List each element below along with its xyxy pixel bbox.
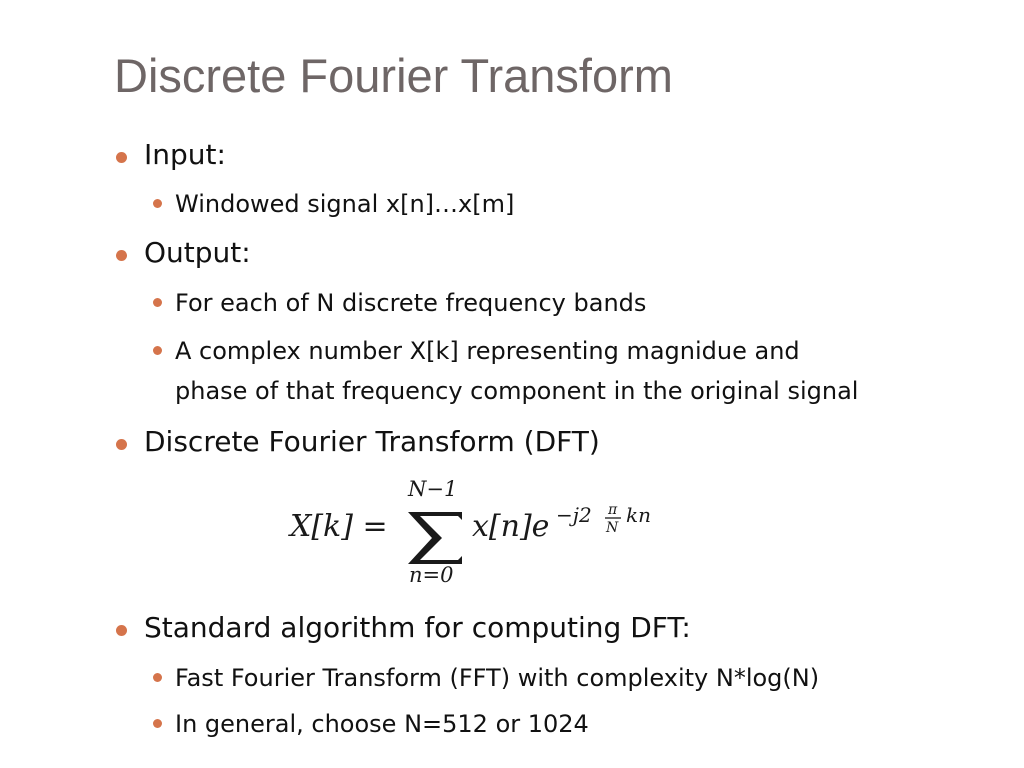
dft-formula: X[k] = N−1 n=0 x[n]e −j2 π N kn	[286, 474, 676, 586]
sub-bullet-complex-number-continued: phase of that frequency component in the…	[175, 371, 858, 411]
bullet-text: In general, choose N=512 or 1024	[175, 710, 589, 738]
sub-bullet-frequency-bands: For each of N discrete frequency bands	[153, 283, 647, 323]
bullet-text: For each of N discrete frequency bands	[175, 289, 647, 317]
formula-upper-limit: N−1	[407, 477, 457, 501]
sub-bullet-choose-n: In general, choose N=512 or 1024	[153, 704, 589, 744]
formula-exponent-suffix: kn	[626, 503, 651, 527]
sub-bullet-complex-number: A complex number X[k] representing magni…	[153, 331, 800, 371]
formula-exponent-prefix: −j2	[556, 503, 592, 527]
formula-fraction-numerator: π	[607, 502, 618, 518]
bullet-marker-icon	[153, 199, 162, 208]
bullet-marker-icon	[116, 250, 127, 261]
bullet-text: Standard algorithm for computing DFT:	[144, 611, 691, 644]
bullet-marker-icon	[116, 439, 127, 450]
bullet-output: Output:	[116, 236, 251, 269]
bullet-marker-icon	[153, 719, 162, 728]
slide-title: Discrete Fourier Transform	[114, 49, 673, 102]
bullet-marker-icon	[116, 625, 127, 636]
bullet-marker-icon	[153, 298, 162, 307]
bullet-text: Windowed signal x[n]…x[m]	[175, 190, 515, 218]
formula-lower-limit: n=0	[409, 563, 453, 586]
dft-formula-svg: X[k] = N−1 n=0 x[n]e −j2 π N kn	[288, 477, 651, 586]
sigma-summation-icon	[408, 512, 462, 564]
bullet-text: Discrete Fourier Transform (DFT)	[144, 425, 600, 458]
bullet-text: Fast Fourier Transform (FFT) with comple…	[175, 664, 820, 692]
bullet-text: Input:	[144, 138, 226, 171]
bullet-marker-icon	[116, 152, 127, 163]
bullet-dft: Discrete Fourier Transform (DFT)	[116, 425, 600, 458]
bullet-standard-algorithm: Standard algorithm for computing DFT:	[116, 611, 691, 644]
formula-term: x[n]e	[472, 509, 549, 544]
sub-bullet-fft: Fast Fourier Transform (FFT) with comple…	[153, 658, 820, 698]
bullet-input: Input:	[116, 138, 226, 171]
bullet-marker-icon	[153, 346, 162, 355]
formula-lhs: X[k] =	[288, 509, 388, 544]
sub-bullet-windowed-signal: Windowed signal x[n]…x[m]	[153, 184, 515, 224]
bullet-text: A complex number X[k] representing magni…	[175, 337, 800, 365]
bullet-marker-icon	[153, 673, 162, 682]
bullet-text: Output:	[144, 236, 251, 269]
formula-fraction-denominator: N	[605, 520, 619, 536]
bullet-text: phase of that frequency component in the…	[175, 377, 859, 405]
